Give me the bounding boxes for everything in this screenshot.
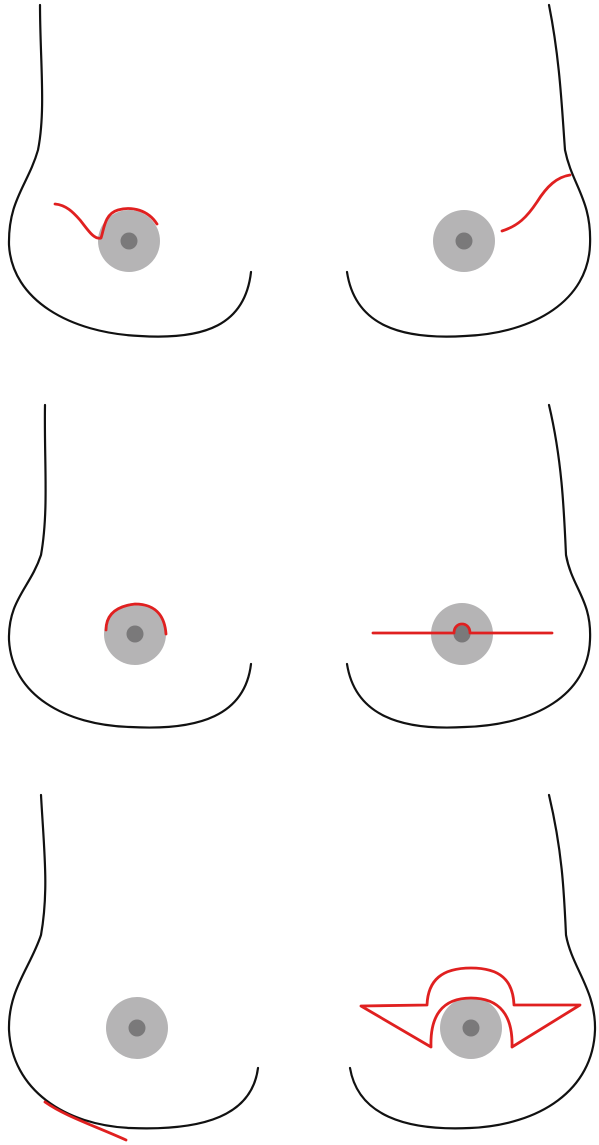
body-outline xyxy=(347,5,590,337)
body-outline xyxy=(347,405,590,728)
panel-row1-left xyxy=(9,5,251,337)
body-outline xyxy=(9,405,251,728)
panel-row2-right xyxy=(347,405,590,728)
nipple xyxy=(456,233,473,250)
panel-row3-left xyxy=(9,795,258,1140)
panel-row3-right xyxy=(350,795,595,1128)
incision xyxy=(502,175,570,231)
panel-row1-right xyxy=(347,5,590,337)
nipple xyxy=(127,626,144,643)
nipple xyxy=(129,1020,146,1037)
body-outline xyxy=(9,795,258,1128)
body-outline xyxy=(9,5,251,337)
body-outline xyxy=(350,795,595,1128)
nipple xyxy=(463,1020,480,1037)
panel-row2-left xyxy=(9,405,251,728)
nipple xyxy=(121,233,138,250)
